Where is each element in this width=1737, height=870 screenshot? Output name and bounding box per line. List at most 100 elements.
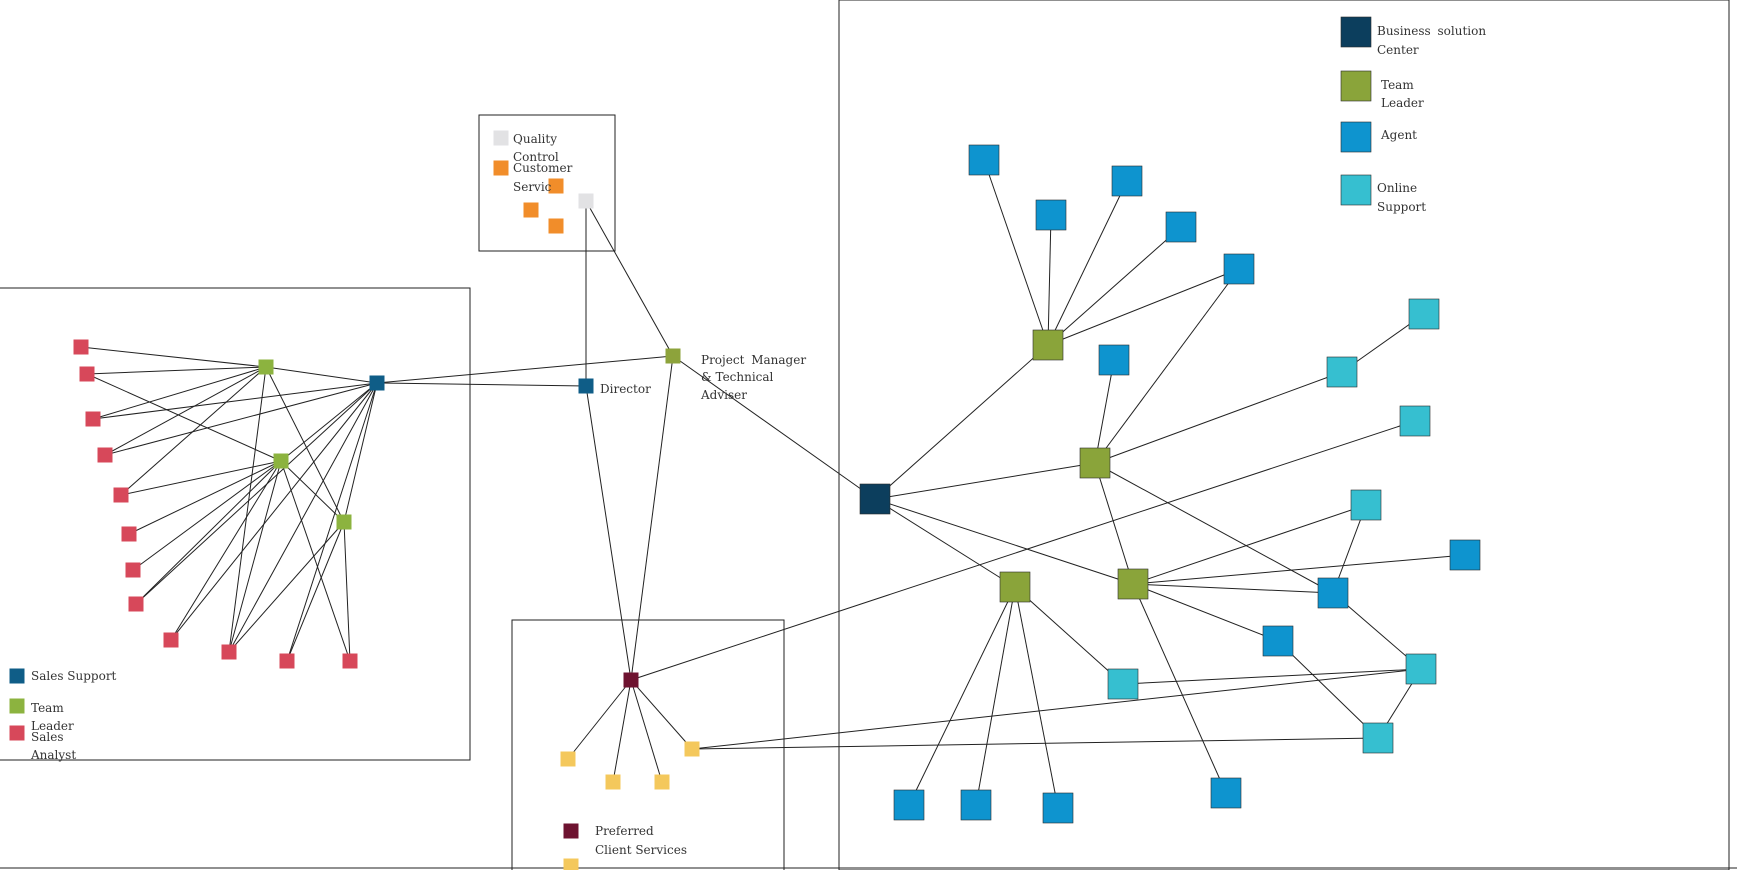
node-lg_tl[interactable]	[9, 698, 25, 714]
node-bc[interactable]	[859, 483, 891, 515]
edge-bc-rt2	[874, 462, 1096, 500]
node-a6[interactable]	[1098, 344, 1130, 376]
node-os4[interactable]	[1350, 489, 1382, 521]
node-sa6[interactable]	[121, 526, 137, 542]
node-a5[interactable]	[1223, 253, 1255, 285]
node-sa4[interactable]	[97, 447, 113, 463]
edge-ss-dir	[376, 382, 587, 387]
node-os7[interactable]	[1362, 722, 1394, 754]
edge-pc-pm4	[630, 679, 693, 750]
node-a1[interactable]	[968, 144, 1000, 176]
edge-qc-pm	[585, 200, 674, 357]
node-rt1[interactable]	[1032, 329, 1064, 361]
node-rt3[interactable]	[999, 571, 1031, 603]
edge-sa2-tl2	[86, 373, 282, 462]
node-sa12[interactable]	[342, 653, 358, 669]
node-lg_pm[interactable]	[563, 858, 579, 870]
edge-ss-sa9	[170, 382, 378, 641]
edge-ss-tl2	[280, 382, 378, 462]
project-manager-label-line2: & Technical	[701, 370, 774, 384]
edge-rt2-a5	[1094, 268, 1240, 464]
node-pc[interactable]	[623, 672, 639, 688]
frame-preferred-client	[511, 619, 785, 870]
node-tl2[interactable]	[273, 453, 289, 469]
edge-rt2-a7	[1094, 462, 1334, 594]
frame-quality-customer	[478, 114, 616, 252]
edge-ss-pm	[376, 355, 674, 384]
node-a10[interactable]	[893, 789, 925, 821]
edge-ss-sa10	[228, 382, 378, 653]
edge-tl1-sa10	[228, 366, 267, 653]
node-ss[interactable]	[369, 375, 385, 391]
legend-right-team-leader-label: Team	[1381, 78, 1414, 92]
node-lg_pc[interactable]	[563, 823, 579, 839]
node-sa7[interactable]	[125, 562, 141, 578]
node-lg_bc[interactable]	[1340, 16, 1372, 48]
node-rt4[interactable]	[1117, 568, 1149, 600]
node-os6[interactable]	[1405, 653, 1437, 685]
node-os1[interactable]	[1408, 298, 1440, 330]
node-cs3[interactable]	[548, 218, 564, 234]
node-lg_qc[interactable]	[493, 130, 509, 146]
node-lg_a[interactable]	[1340, 121, 1372, 153]
node-pm3[interactable]	[654, 774, 670, 790]
node-lg_rt[interactable]	[1340, 70, 1372, 102]
node-lg_os[interactable]	[1340, 174, 1372, 206]
node-a2[interactable]	[1035, 199, 1067, 231]
node-sa1[interactable]	[73, 339, 89, 355]
node-tl3[interactable]	[336, 514, 352, 530]
edge-rt1-a3	[1047, 180, 1128, 346]
edge-rt1-a2	[1047, 214, 1052, 346]
edge-pm-bc	[672, 355, 876, 500]
legend-preferred-client-label: Preferred	[595, 824, 654, 838]
node-cs1[interactable]	[548, 178, 564, 194]
node-sa11[interactable]	[279, 653, 295, 669]
node-a11[interactable]	[960, 789, 992, 821]
legend-sales-analyst-label: Sales	[31, 730, 63, 744]
node-a3[interactable]	[1111, 165, 1143, 197]
node-pm[interactable]	[665, 348, 681, 364]
node-a12[interactable]	[1042, 792, 1074, 824]
project-manager-label-line3: Adviser	[700, 388, 747, 402]
legend-right-team-leader-label-line2: Leader	[1381, 96, 1424, 110]
node-tl1[interactable]	[258, 359, 274, 375]
node-sa2[interactable]	[79, 366, 95, 382]
legend-preferred-client-label-line2: Client Services	[595, 843, 687, 857]
legend-online-support-label: Online	[1377, 181, 1417, 195]
legend-team-leader-label-line2: Leader	[31, 719, 74, 733]
edge-rt1-a1	[983, 159, 1049, 346]
edge-tl1-tl3	[265, 366, 345, 523]
node-a9[interactable]	[1262, 625, 1294, 657]
node-cs2[interactable]	[523, 202, 539, 218]
node-pm1[interactable]	[560, 751, 576, 767]
node-sa3[interactable]	[85, 411, 101, 427]
edge-sa12-tl3	[343, 521, 351, 662]
node-os3[interactable]	[1399, 405, 1431, 437]
node-pm4[interactable]	[684, 741, 700, 757]
edge-ss-sa3	[92, 382, 378, 420]
node-rt2[interactable]	[1079, 447, 1111, 479]
node-sa8[interactable]	[128, 596, 144, 612]
node-lg_cs[interactable]	[493, 160, 509, 176]
node-pm2[interactable]	[605, 774, 621, 790]
node-os5[interactable]	[1107, 668, 1139, 700]
edge-rt2-os2	[1094, 371, 1343, 464]
node-lg_sa[interactable]	[9, 725, 25, 741]
edge-rt2-a6	[1094, 359, 1115, 464]
node-qc[interactable]	[578, 193, 594, 209]
edge-rt3-a10	[908, 586, 1016, 806]
node-sa5[interactable]	[113, 487, 129, 503]
node-sa10[interactable]	[221, 644, 237, 660]
node-lg_ss[interactable]	[9, 668, 25, 684]
edge-rt3-os5	[1014, 586, 1124, 685]
node-a8[interactable]	[1449, 539, 1481, 571]
node-a7[interactable]	[1317, 577, 1349, 609]
node-a13[interactable]	[1210, 777, 1242, 809]
node-sa9[interactable]	[163, 632, 179, 648]
edge-sa5-tl2	[120, 460, 282, 496]
edge-pm4-os7	[691, 737, 1379, 750]
node-dir[interactable]	[578, 378, 594, 394]
edge-sa11-tl3	[286, 521, 345, 662]
node-os2[interactable]	[1326, 356, 1358, 388]
node-a4[interactable]	[1165, 211, 1197, 243]
